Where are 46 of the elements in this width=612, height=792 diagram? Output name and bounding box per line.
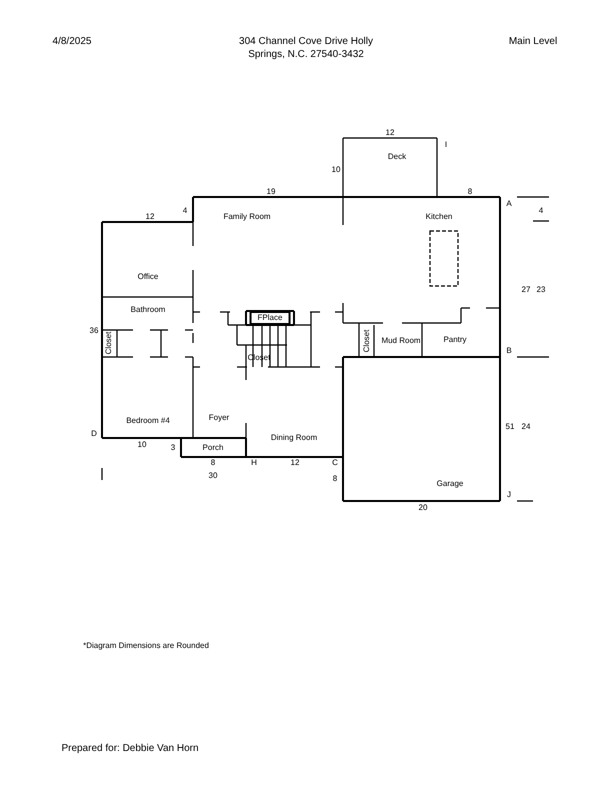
corner-letter: C [332, 459, 338, 467]
room-label: Kitchen [426, 213, 452, 221]
corner-letter: D [91, 430, 97, 438]
dimension-label: 8 [332, 475, 338, 483]
dimension-label: 4 [538, 207, 544, 215]
room-label: Closet [105, 332, 113, 354]
room-label: Bedroom #4 [126, 417, 170, 425]
room-label: Pantry [443, 336, 467, 344]
date: 4/8/2025 [52, 37, 92, 47]
room-label: Dining Room [270, 434, 318, 442]
dimension-label: 8 [468, 188, 472, 196]
footnote: *Diagram Dimensions are Rounded [83, 642, 209, 650]
dimension-label: 27 [522, 286, 530, 294]
dimension-label: 10 [332, 166, 340, 174]
corner-letter: A [506, 200, 512, 208]
corner-letter: B [506, 347, 512, 355]
room-label: Family Room [223, 213, 271, 221]
corner-letter: I [444, 141, 448, 149]
room-label: Bathroom [130, 306, 166, 314]
dimension-label: 12 [146, 213, 154, 221]
dimension-label: 30 [208, 472, 218, 480]
dimension-label: 20 [418, 504, 428, 512]
level-name: Main Level [508, 37, 558, 47]
dimension-label: 4 [182, 207, 188, 215]
room-label: Foyer [208, 414, 230, 422]
dimension-label: 19 [266, 188, 276, 196]
dimension-label: 10 [138, 441, 146, 449]
room-label: Deck [388, 153, 406, 161]
room-label: Office [138, 273, 158, 281]
dimension-label: 51 [506, 423, 514, 431]
dimension-label: 8 [210, 459, 216, 467]
address-title: 304 Channel Cove Drive Holly Springs, N.C. 27540-3432 [238, 35, 374, 61]
room-label: Closet [363, 330, 371, 352]
prepared-for-text: Prepared for: Debbie Van Horn [61, 744, 199, 754]
room-label: Porch [202, 444, 224, 452]
dimension-label: 36 [90, 327, 98, 335]
fireplace-box: FPlace [250, 311, 290, 325]
dimension-label: 3 [170, 444, 176, 452]
room-label: Mud Room [381, 337, 421, 345]
dimension-label: 24 [522, 423, 530, 431]
room-label: Garage [436, 480, 464, 488]
corner-letter: H [251, 459, 257, 467]
dimension-label: 12 [290, 459, 300, 467]
dimension-label: 23 [536, 286, 546, 294]
corner-letter: J [507, 491, 511, 499]
dimension-label: 12 [386, 129, 394, 137]
